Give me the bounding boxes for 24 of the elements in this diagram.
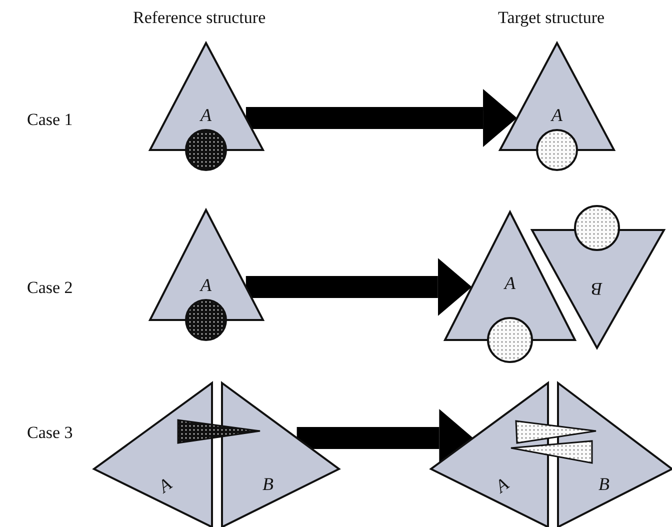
shape-letter: A xyxy=(492,474,512,496)
triangle-shape xyxy=(431,383,548,527)
triangle-shape xyxy=(94,383,212,527)
row-label: Case 2 xyxy=(27,278,73,298)
shape-letter: A xyxy=(200,276,212,294)
shape-letter: A xyxy=(200,106,212,124)
column-heading: Target structure xyxy=(498,8,605,28)
row-label: Case 1 xyxy=(27,110,73,130)
dotted-wedge xyxy=(515,420,597,444)
shape-letter: A xyxy=(504,274,516,292)
dotted-wedge xyxy=(510,440,593,464)
row-label: Case 3 xyxy=(27,423,73,443)
column-heading: Reference structure xyxy=(133,8,266,28)
block-arrow xyxy=(246,258,472,316)
triangle-shape xyxy=(532,230,664,348)
dotted-wedge xyxy=(177,419,261,444)
triangle-shape xyxy=(558,383,672,527)
block-arrow xyxy=(246,89,518,147)
shape-letter: A xyxy=(155,474,175,496)
triangle-shape xyxy=(222,383,339,527)
shape-letter: B xyxy=(592,280,602,298)
shape-letter: B xyxy=(598,475,610,493)
shape-letter: A xyxy=(552,106,562,124)
shape-letter: B xyxy=(262,475,274,493)
